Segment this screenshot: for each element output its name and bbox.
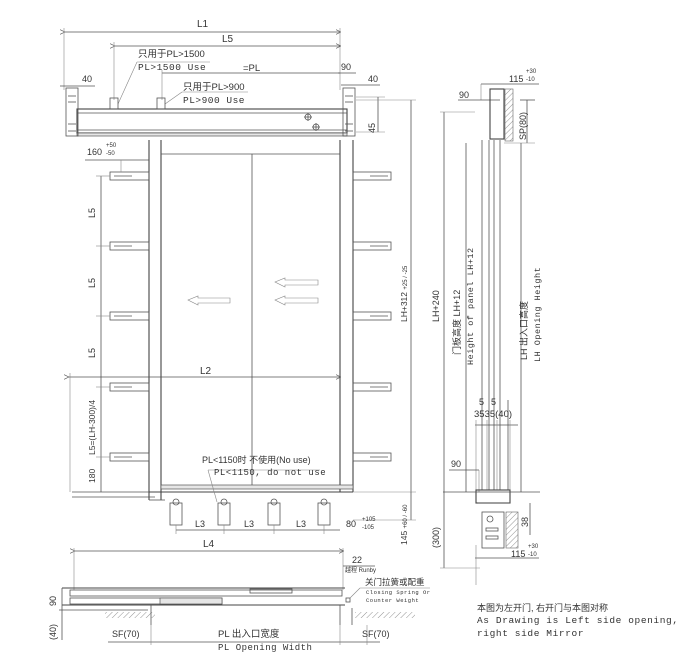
dim-35-row: 3535(40) xyxy=(474,409,513,420)
dim-160-tol-plus: +50 xyxy=(106,143,117,149)
note-pl1150-cn: PL<1150时 不使用(No use) xyxy=(202,455,311,465)
opening-height-en: LH Opening Height xyxy=(533,266,543,362)
closing-cn: 关门拉簧或配重 xyxy=(365,577,425,587)
dim-SF-right: SF(70) xyxy=(362,629,390,639)
dim-115-top: 115 xyxy=(509,74,524,84)
dim-40-left: 40 xyxy=(82,74,93,84)
dim-SF-left: SF(70) xyxy=(112,629,140,639)
footnote-cn: 本图为左开门, 右开门与本图对称 xyxy=(477,603,609,613)
dim-90-top: 90 xyxy=(459,90,470,100)
panel-height-en: Height of panel LH+12 xyxy=(466,247,476,365)
plan-view xyxy=(59,548,430,645)
dim-300: (300) xyxy=(431,526,441,548)
dim-22: 22 xyxy=(352,555,363,565)
dim-38: 38 xyxy=(520,516,530,527)
arrow-left-icon xyxy=(187,295,231,306)
dim-45: 45 xyxy=(367,122,377,133)
dim-L3-2: L3 xyxy=(244,519,255,529)
dim-90-plan: 90 xyxy=(48,595,58,606)
dim-LH240: LH+240 xyxy=(431,290,441,322)
dim-SP: SP(80) xyxy=(518,111,528,140)
dim-PL-en: PL Opening Width xyxy=(218,643,313,653)
right-anchors xyxy=(352,171,392,462)
runby-label: 越程 Runby xyxy=(345,568,377,574)
dim-L5-left-3: L5 xyxy=(87,347,97,358)
opening-height-cn: LH 出入口高度 xyxy=(519,300,529,360)
dim-LH312: LH+312 +25 / -25 xyxy=(399,265,409,322)
dim-90-bottom: 90 xyxy=(451,459,462,469)
footnote-en-2: right side Mirror xyxy=(477,628,585,639)
dim-80: 80 xyxy=(346,519,357,529)
panel-height-cn: 门板高度 LH+12 xyxy=(452,289,462,355)
dim-40-plan: (40) xyxy=(48,623,58,640)
note-pl900-cn: 只用于PL>900 xyxy=(183,82,245,93)
dim-L5-top: L5 xyxy=(222,34,234,45)
dim-L5-formula: L5=(LH-300)/4 xyxy=(87,399,97,455)
dim-L2: L2 xyxy=(200,366,212,377)
note-pl900-en: PL>900 Use xyxy=(183,95,246,106)
dim-L3-3: L3 xyxy=(296,519,307,529)
left-anchors xyxy=(109,171,150,462)
dim-115b-tol-minus: -10 xyxy=(528,552,537,558)
note-pl1150-en: PL<1150, do not use xyxy=(214,468,327,478)
dim-L4: L4 xyxy=(203,539,215,550)
front-view xyxy=(60,28,416,534)
dim-145: 145 +60 / -60 xyxy=(399,504,409,545)
dim-115-tol-minus: -10 xyxy=(526,77,535,83)
dim-115-bottom: 115 xyxy=(511,549,526,559)
side-view xyxy=(440,83,540,585)
dim-L5-left-1: L5 xyxy=(87,207,97,218)
dim-40-right: 40 xyxy=(368,74,379,84)
dim-90: 90 xyxy=(341,62,352,72)
dim-160-tol-minus: -50 xyxy=(106,151,115,157)
dim-L3-1: L3 xyxy=(195,519,206,529)
dim-5b: 5 xyxy=(491,397,497,407)
dim-5a: 5 xyxy=(479,397,485,407)
dim-180: 180 xyxy=(87,468,97,483)
dim-PL-cn: PL 出入口宽度 xyxy=(218,629,280,640)
arrow-left-icon xyxy=(274,277,319,306)
note-pl1500-en: PL>1500 Use xyxy=(138,62,207,73)
dim-115b-tol-plus: +30 xyxy=(528,544,539,550)
dim-115-tol-plus: +30 xyxy=(526,69,537,75)
dim-80-tol-plus: +105 xyxy=(362,517,376,523)
closing-en-2: Counter Weight xyxy=(366,597,420,604)
dim-L1: L1 xyxy=(197,19,209,30)
footnote-en-1: As Drawing is Left side opening, xyxy=(477,615,679,626)
note-pl1500-cn: 只用于PL>1500 xyxy=(138,49,205,60)
dim-80-tol-minus: -105 xyxy=(362,525,375,531)
closing-en-1: Closing Spring Or xyxy=(366,589,431,596)
dim-eq-pl: =PL xyxy=(243,63,261,74)
dim-L5-left-2: L5 xyxy=(87,277,97,288)
dim-160: 160 xyxy=(87,147,103,157)
